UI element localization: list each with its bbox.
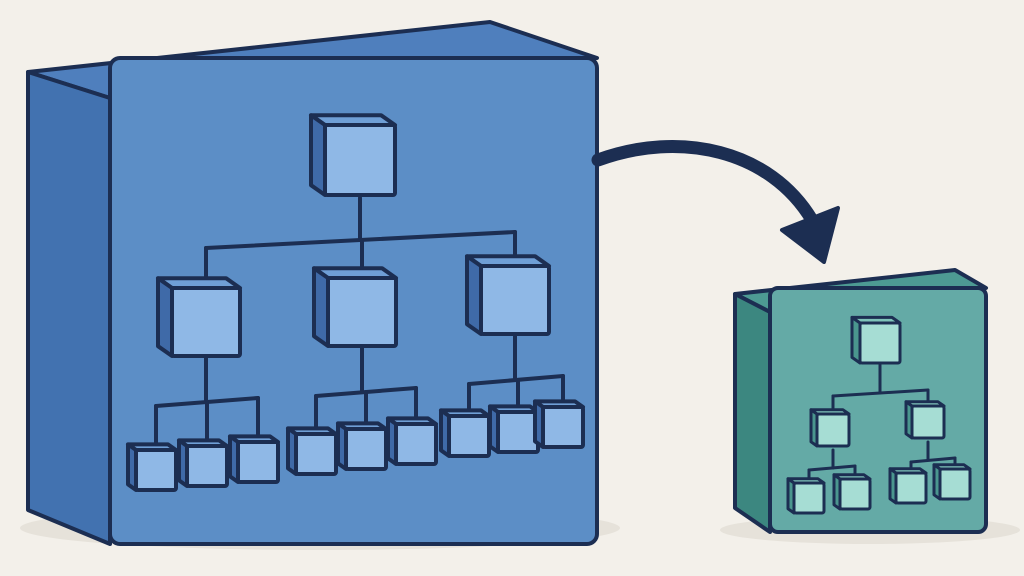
arrow-head-icon	[780, 206, 840, 264]
child-node-icon	[904, 400, 946, 440]
tree-connector	[831, 388, 930, 398]
leaf-node-icon	[932, 463, 972, 501]
leaf-node-icon	[228, 434, 280, 484]
leaf-node-icon	[439, 408, 491, 458]
small-block-left-face	[733, 292, 772, 534]
leaf-node-icon	[386, 416, 438, 466]
arrow-shaft	[591, 140, 819, 227]
large-hierarchy-tree	[126, 113, 585, 492]
root-node-icon	[850, 315, 902, 365]
child-node-icon	[312, 266, 398, 348]
leaf-node-icon	[488, 404, 540, 454]
transform-arrow	[591, 140, 840, 264]
leaf-node-icon	[126, 442, 178, 492]
leaf-node-icon	[336, 421, 388, 471]
large-block-left-face	[26, 70, 112, 546]
small-hierarchy-tree	[786, 315, 972, 515]
small-block-front-face	[768, 286, 988, 534]
child-node-icon	[465, 254, 551, 336]
small-block	[733, 268, 988, 534]
leaf-node-icon	[286, 426, 338, 476]
leaf-node-icon	[832, 473, 872, 511]
large-block	[26, 20, 599, 546]
root-node-icon	[309, 113, 397, 197]
tree-connector	[909, 456, 957, 464]
leaf-node-icon	[533, 399, 585, 449]
leaf-node-icon	[177, 438, 229, 488]
child-node-icon	[809, 408, 851, 448]
leaf-node-icon	[888, 467, 928, 505]
tree-connector	[807, 464, 857, 472]
leaf-node-icon	[786, 477, 826, 515]
child-node-icon	[156, 276, 242, 358]
